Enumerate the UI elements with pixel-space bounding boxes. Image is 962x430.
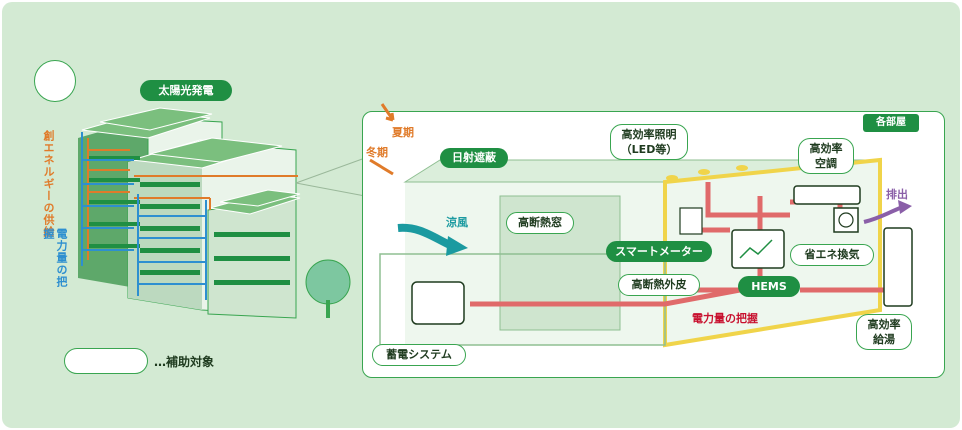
- hems-label: HEMS: [738, 276, 800, 297]
- creation-supply-label: 創エネルギーの供給: [42, 130, 55, 238]
- balcony: [379, 253, 666, 346]
- smart-meter-label: スマートメーター: [606, 241, 712, 262]
- solar-label: 太陽光発電: [140, 80, 232, 101]
- water-heater-label-line2: 給湯: [873, 333, 895, 346]
- legend-text: …補助対象: [154, 355, 215, 369]
- power-monitoring-lines: [81, 132, 207, 300]
- exhaust-arrow: [863, 206, 901, 224]
- storage-label: 蓄電システム: [372, 344, 466, 366]
- ceiling-lights-icon: [666, 165, 748, 181]
- storage-battery-icon: [411, 281, 465, 325]
- ac-label: 高効率 空調: [798, 138, 854, 174]
- air-conditioner-icon: [793, 185, 861, 205]
- power-monitoring-label: 電力量の把握: [42, 228, 68, 288]
- solar-panels: [81, 107, 301, 215]
- windows: [88, 156, 290, 285]
- energy-supply-lines: [87, 138, 298, 260]
- water-heater-label-line1: 高効率: [867, 318, 901, 331]
- lighting-label-line2: （LED等）: [620, 143, 678, 156]
- insulated-skin-label: 高断熱外皮: [618, 274, 700, 296]
- lighting-label: 高効率照明 （LED等）: [610, 124, 688, 160]
- sun-shading-label: 日射遮蔽: [440, 148, 508, 168]
- winter-label: 冬期: [366, 146, 388, 159]
- insulated-window-label: 高断熱窓: [506, 212, 574, 234]
- water-heater-label: 高効率 給湯: [856, 314, 912, 350]
- ventilation-fan-icon: [833, 207, 859, 233]
- smart-meter-icon: [679, 207, 703, 235]
- hems-monitor-icon: [731, 229, 785, 269]
- ventilation-label: 省エネ換気: [790, 244, 874, 266]
- power-monitoring-room-label: 電力量の把握: [692, 312, 758, 325]
- water-heater-icon: [883, 227, 913, 307]
- cool-breeze-label: 涼風: [446, 216, 468, 229]
- ac-label-line1: 高効率: [809, 142, 843, 155]
- circle-marker: [34, 60, 76, 102]
- ac-label-line2: 空調: [815, 157, 837, 170]
- summer-label: 夏期: [392, 126, 414, 139]
- winter-sun-arrow: [369, 158, 394, 176]
- lighting-label-line1: 高効率照明: [621, 128, 677, 141]
- callout-line-top: [295, 157, 366, 184]
- tree-trunk: [326, 300, 330, 318]
- legend-pill-icon: [64, 348, 148, 374]
- exhaust-label: 排出: [886, 188, 908, 201]
- callout-line-bottom: [295, 182, 366, 197]
- summer-sun-arrow: [380, 103, 395, 122]
- each-room-tag: 各部屋: [863, 114, 919, 132]
